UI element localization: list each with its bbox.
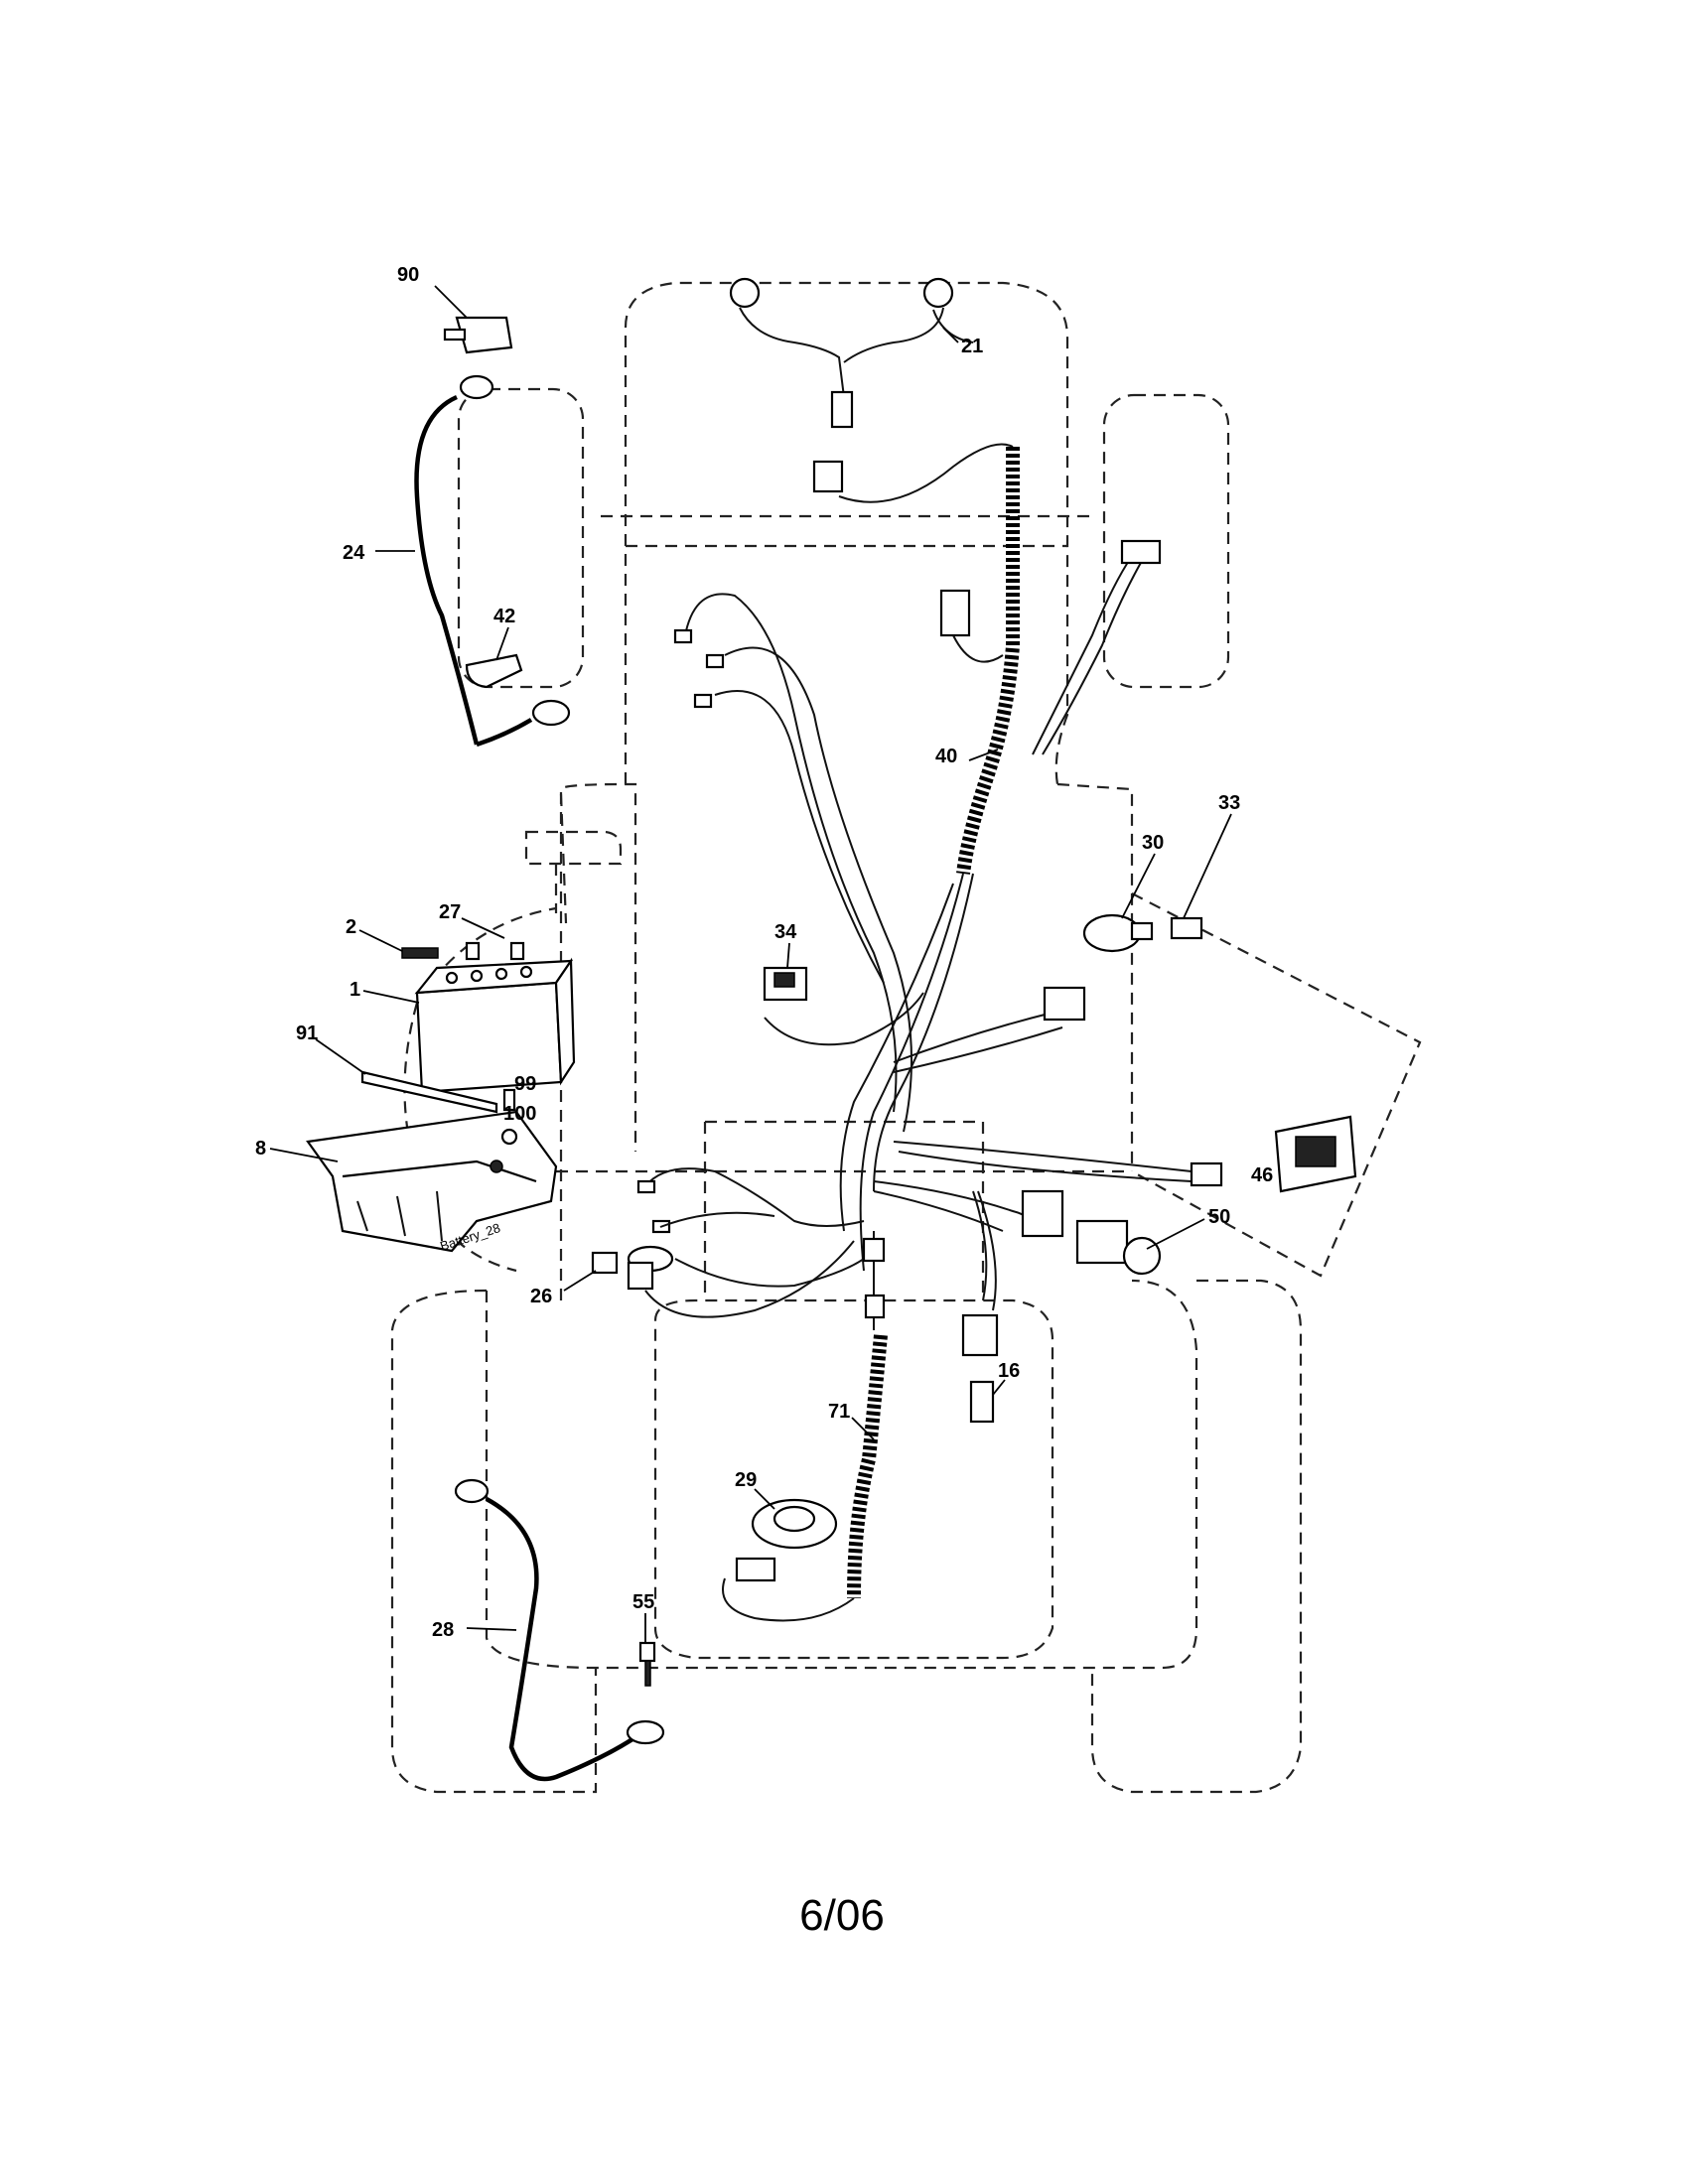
- part-33: [1170, 916, 1203, 940]
- callouts: 90 21 24 42 40 33 30 2 27 34 1 91 99 100…: [255, 264, 1273, 1641]
- page-footer-date: 6/06: [799, 1891, 885, 1940]
- callout-55: 55: [632, 1591, 654, 1613]
- fuse-holder: [591, 1251, 654, 1291]
- ignition-switch: [1043, 913, 1154, 1022]
- callout-40: 40: [935, 746, 957, 767]
- callout-28: 28: [432, 1619, 454, 1641]
- callout-100: 100: [503, 1103, 536, 1125]
- callout-34: 34: [774, 921, 797, 943]
- leader-lines: [269, 285, 1232, 1643]
- part-90: [443, 316, 513, 354]
- part-2: [401, 947, 439, 959]
- battery-tray: [306, 1110, 558, 1253]
- callout-27: 27: [439, 901, 461, 923]
- hold-down-strap: [360, 1070, 498, 1114]
- callout-90: 90: [397, 264, 419, 286]
- part-34: [763, 966, 808, 1002]
- part-46: [1274, 1115, 1357, 1193]
- callout-29: 29: [735, 1469, 757, 1491]
- coil-harness: [722, 1334, 888, 1622]
- callout-8: 8: [255, 1138, 266, 1160]
- callout-16: 16: [998, 1360, 1020, 1382]
- callout-33: 33: [1218, 792, 1240, 814]
- part-42: [465, 653, 523, 689]
- part-16: [969, 1380, 995, 1424]
- headlight-harness: [729, 277, 1014, 503]
- callout-26: 26: [530, 1286, 552, 1307]
- callout-21: 21: [961, 336, 983, 357]
- callout-2: 2: [346, 916, 356, 938]
- part-99: [500, 1088, 518, 1146]
- tractor-outline: [390, 281, 1422, 1794]
- callout-91: 91: [296, 1023, 318, 1044]
- part-27: [465, 941, 525, 961]
- main-harness: [627, 447, 1223, 1357]
- battery-cable-24: [414, 374, 571, 748]
- part-55: [638, 1641, 656, 1687]
- battery: [414, 957, 576, 1094]
- callout-71: 71: [828, 1401, 850, 1423]
- callout-99: 99: [514, 1073, 536, 1095]
- callout-24: 24: [343, 542, 365, 564]
- callout-46: 46: [1251, 1164, 1273, 1186]
- battery-cable-28: [454, 1478, 665, 1782]
- callout-42: 42: [493, 606, 515, 627]
- callout-30: 30: [1142, 832, 1164, 854]
- callout-50: 50: [1208, 1206, 1230, 1228]
- pto-switch: [1075, 1219, 1162, 1276]
- callout-1: 1: [350, 979, 360, 1001]
